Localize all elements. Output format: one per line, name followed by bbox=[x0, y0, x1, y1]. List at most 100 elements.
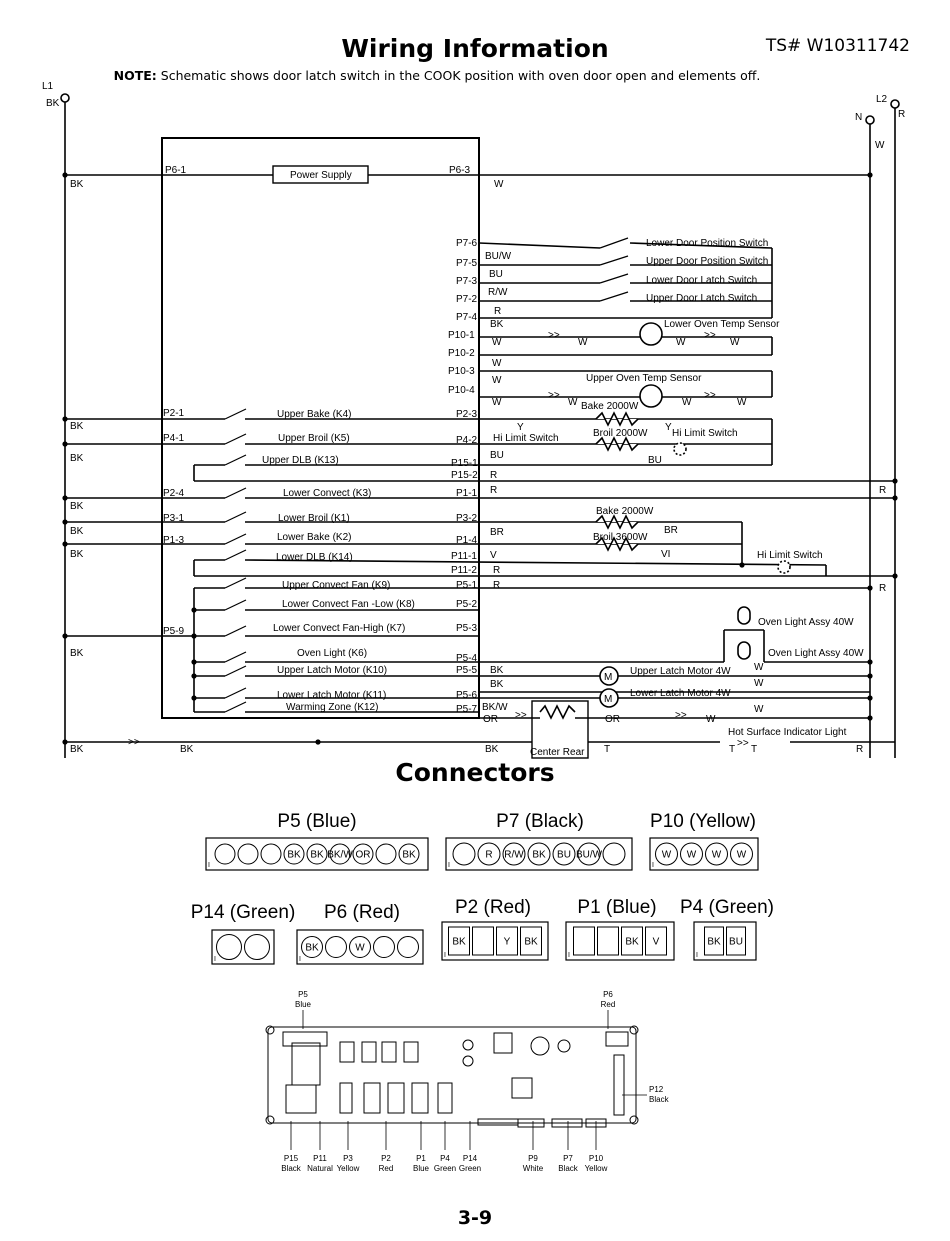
pin-mark: I bbox=[214, 956, 216, 963]
connector-pin-label: BK/W bbox=[327, 850, 353, 861]
connector-pin bbox=[373, 936, 395, 958]
connector-pin-label: BK bbox=[707, 937, 721, 948]
lower-broil-element bbox=[595, 536, 639, 552]
sensor-wire: W bbox=[492, 375, 502, 386]
board-bottom-label: P2 bbox=[381, 1154, 391, 1163]
wiring-schematic: L1 BK L2 N R W Power Supply P6-1 P6-3 BK… bbox=[42, 81, 905, 759]
board-outline bbox=[267, 1026, 637, 1124]
board-bottom-color: Black bbox=[281, 1164, 302, 1173]
lower-broil-label: Broil 3600W bbox=[593, 532, 648, 543]
connector-pin bbox=[705, 842, 728, 866]
relay-name: Lower Convect Fan-High (K7) bbox=[273, 623, 405, 634]
connector-name: P5 (Blue) bbox=[277, 811, 356, 832]
lower-latch-motor-symbol bbox=[599, 688, 619, 708]
wire-label: BK bbox=[485, 744, 499, 755]
relay-left-pin: P5-9 bbox=[163, 626, 185, 637]
relay-name: Lower Latch Motor (K11) bbox=[277, 690, 386, 701]
wire-label: T bbox=[751, 744, 757, 755]
board-bottom-label: P9 bbox=[528, 1154, 538, 1163]
relay-name: Upper Bake (K4) bbox=[277, 409, 351, 420]
relay-right-pin: P5-5 bbox=[456, 665, 478, 676]
oven-light-label-1: Oven Light Assy 40W bbox=[758, 617, 854, 628]
wire-label: W bbox=[706, 714, 716, 725]
board-top-label: P6 bbox=[603, 990, 613, 999]
door-switch-name: Lower Door Position Switch bbox=[646, 238, 768, 249]
board-bottom-color: Blue bbox=[413, 1164, 430, 1173]
relay-right-pin: P3-2 bbox=[456, 513, 478, 524]
lower-temp-sensor-symbol bbox=[639, 322, 663, 346]
lower-hi-limit-switch bbox=[777, 560, 791, 574]
connector-pin bbox=[216, 934, 242, 960]
connector-pin bbox=[602, 842, 626, 866]
oven-light-bulb-1 bbox=[737, 606, 751, 625]
relay-left-pin: P3-1 bbox=[163, 513, 185, 524]
upper-temp-sensor-symbol bbox=[639, 384, 663, 408]
connector-pin bbox=[477, 842, 501, 866]
connector-pin-label: BK bbox=[532, 850, 546, 861]
wire-label: BU bbox=[648, 455, 662, 466]
connector-pin bbox=[306, 843, 328, 865]
center-rear-box bbox=[531, 700, 589, 759]
connector-pin bbox=[577, 842, 601, 866]
arrow-mark: >> bbox=[675, 710, 687, 721]
wire-label: W bbox=[754, 704, 764, 715]
hot-surface-label: Hot Surface Indicator Light bbox=[728, 727, 847, 738]
connector-pin bbox=[237, 843, 259, 865]
n-terminal bbox=[865, 115, 875, 125]
connector-pin bbox=[597, 926, 619, 956]
connector-pin bbox=[472, 926, 494, 956]
connector-pin-label: BK bbox=[402, 850, 416, 861]
lower-bake-element bbox=[595, 514, 639, 530]
upper-hi-limit-label: Hi Limit Switch bbox=[672, 428, 738, 439]
lower-temp-sensor-label: Lower Oven Temp Sensor bbox=[664, 319, 780, 330]
relay-name: Oven Light (K6) bbox=[297, 648, 367, 659]
relay-right-pin: P11-1 bbox=[451, 551, 477, 562]
board-bottom-label: P3 bbox=[343, 1154, 353, 1163]
wire-label: OR bbox=[483, 714, 498, 725]
door-pin: P7-6 bbox=[456, 238, 478, 249]
relay-right-pin: P1-4 bbox=[456, 535, 478, 546]
board-bottom-label: P11 bbox=[313, 1154, 327, 1163]
p6-1-pin: P6-1 bbox=[165, 165, 187, 176]
board-top-label: P5 bbox=[298, 990, 308, 999]
wire-label: BK bbox=[70, 526, 84, 537]
relay-right-pin: P5-7 bbox=[456, 704, 478, 715]
upper-latch-motor-symbol bbox=[599, 666, 619, 686]
relay-wire: R bbox=[493, 565, 500, 576]
relay-name: Lower Broil (K1) bbox=[278, 513, 350, 524]
note-label: NOTE: bbox=[113, 68, 157, 83]
lower-bake-label: Bake 2000W bbox=[596, 506, 654, 517]
sensor-wire: W bbox=[492, 358, 502, 369]
connector-pin-label: R bbox=[485, 850, 492, 861]
relay-wire: V bbox=[490, 550, 497, 561]
door-pin: P7-3 bbox=[456, 276, 478, 287]
wire-label: W bbox=[754, 662, 764, 673]
relay-wire: BK bbox=[490, 665, 504, 676]
wire-label: R bbox=[879, 583, 886, 594]
connector-pin bbox=[452, 842, 476, 866]
wire-label: BK bbox=[70, 421, 84, 432]
n-label: N bbox=[855, 112, 862, 123]
wire-label: VI bbox=[661, 549, 670, 560]
board-bottom-label: P10 bbox=[589, 1154, 604, 1163]
connector-pin bbox=[352, 843, 374, 865]
connector-name: P1 (Blue) bbox=[577, 897, 656, 918]
connectors-heading: Connectors bbox=[395, 758, 555, 787]
board-bottom-color: Green bbox=[434, 1164, 456, 1173]
upper-bake-element bbox=[595, 411, 639, 427]
connector-pin bbox=[552, 842, 576, 866]
connector-pin bbox=[704, 926, 724, 956]
arrow-mark: >> bbox=[128, 737, 140, 748]
relay-left-pin: P2-4 bbox=[163, 488, 185, 499]
relay-name: Lower Bake (K2) bbox=[277, 532, 351, 543]
wire-label: T bbox=[729, 744, 735, 755]
note-text: Schematic shows door latch switch in the… bbox=[160, 68, 761, 83]
connector-pin bbox=[520, 926, 542, 956]
relay-wire: BR bbox=[490, 527, 504, 538]
oven-light-label-2: Oven Light Assy 40W bbox=[768, 648, 864, 659]
wire-label: BK bbox=[180, 744, 194, 755]
door-pin: P7-5 bbox=[456, 258, 478, 269]
connector-pin-label: BK bbox=[524, 937, 538, 948]
